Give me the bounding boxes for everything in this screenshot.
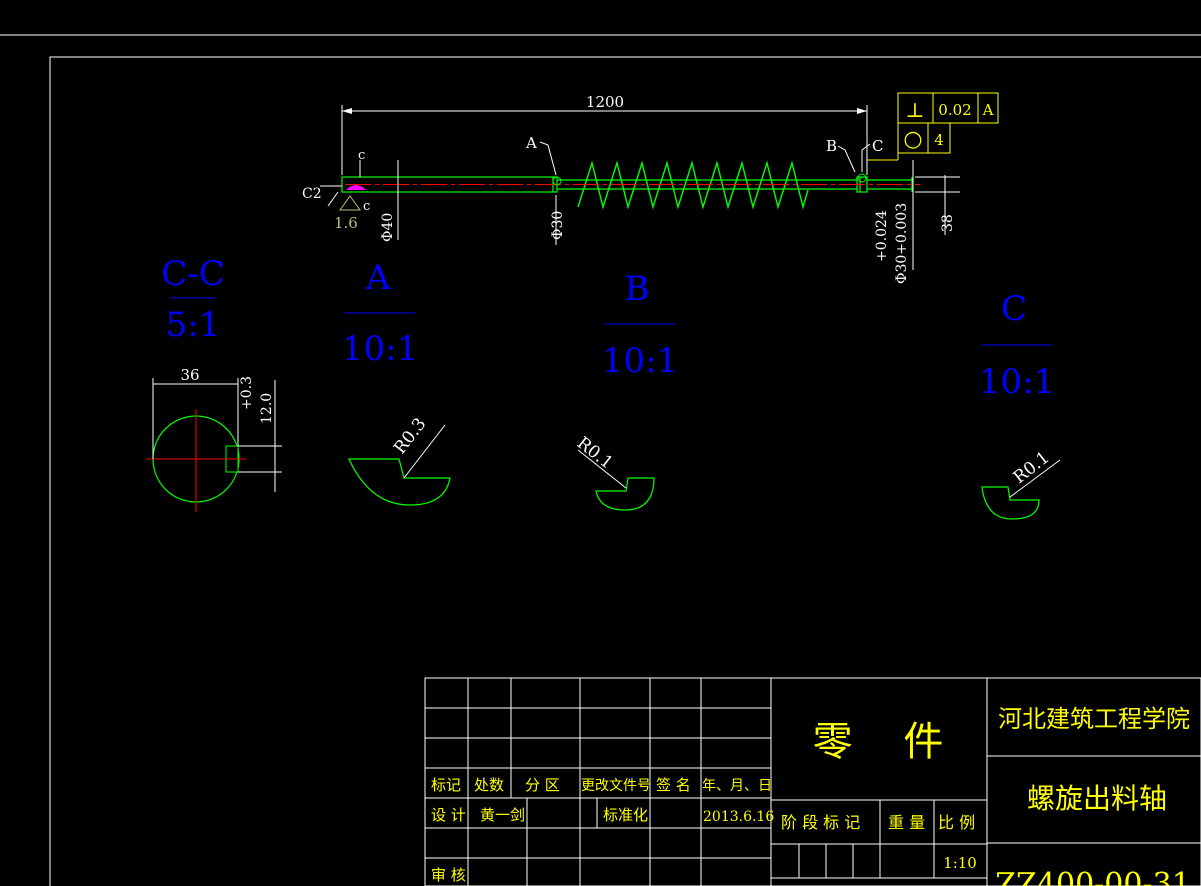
- scale-label: 比 例: [938, 813, 975, 832]
- radius-b: R0.1: [573, 433, 617, 473]
- dim-36: 36: [180, 366, 199, 384]
- drawing-number: ZZ400-00-31: [995, 867, 1191, 886]
- stage-label: 阶 段 标 记: [781, 813, 860, 832]
- label-c-bottom: c: [363, 199, 370, 214]
- detail-a: R0.3: [348, 414, 451, 506]
- dimension-lines: [320, 105, 960, 270]
- leader-label-b: B: [826, 137, 837, 155]
- designer-name: 黄一剑: [480, 806, 525, 824]
- detail-b: R0.1: [573, 433, 655, 511]
- section-cc: 36 +0.3 12.0: [146, 366, 282, 512]
- tolerance-datum: A: [982, 101, 994, 119]
- design-label: 设 计: [431, 806, 466, 824]
- leader-label-c: C: [872, 137, 883, 155]
- tolerance-frames: ⊥ 0.02 A ○ 4: [867, 92, 999, 161]
- header-mark: 标记: [431, 776, 461, 794]
- view-labels: C-C 5:1 A 10:1 B 10:1 C 10:1: [161, 254, 1055, 402]
- detail-c: R0.1: [981, 448, 1061, 520]
- view-a-scale: 10:1: [342, 329, 418, 369]
- label-c-top: c: [358, 148, 365, 163]
- review-label: 审 核: [431, 866, 466, 884]
- dim-dia-30: Φ30: [550, 211, 566, 240]
- part-name: 螺旋出料轴: [1027, 782, 1167, 815]
- dim-tol-03: +0.3: [239, 376, 255, 410]
- roughness-symbol: [339, 195, 361, 211]
- radius-c: R0.1: [1010, 448, 1054, 488]
- view-b-scale: 10:1: [602, 341, 678, 381]
- dim-tol-upper: +0.024: [874, 210, 890, 262]
- leader-label-a: A: [525, 134, 537, 152]
- header-change-doc: 更改文件号: [581, 778, 651, 794]
- dim-dia-40: Φ40: [380, 213, 396, 242]
- header-sign: 签 名: [656, 776, 691, 794]
- standard-label: 标准化: [603, 806, 648, 824]
- perpendicularity-icon: ⊥: [906, 98, 925, 122]
- tolerance-value-1: 0.02: [938, 101, 971, 119]
- weld-symbol: [346, 185, 366, 190]
- view-c-scale: 10:1: [979, 362, 1055, 402]
- weight-label: 重 量: [888, 813, 925, 832]
- chamfer-c2: C2: [302, 186, 322, 202]
- header-date: 年、月、日: [702, 778, 772, 794]
- detail-circle-b: [857, 173, 867, 183]
- tolerance-value-2: 4: [934, 131, 944, 149]
- dim-12: 12.0: [259, 393, 275, 424]
- school-name: 河北建筑工程学院: [998, 705, 1190, 733]
- view-cc-scale: 5:1: [166, 305, 221, 345]
- view-b-name: B: [625, 269, 650, 309]
- design-date: 2013.6.16: [703, 809, 774, 825]
- detail-circle-a: [552, 176, 562, 186]
- header-count: 处数: [474, 776, 504, 794]
- main-view: 1200 c c C2 1.6 Φ40 Φ30 +0.024 Φ30+0.003…: [302, 93, 960, 284]
- dim-1200: 1200: [586, 93, 624, 111]
- scale-value: 1:10: [943, 854, 977, 872]
- view-c-name: C: [1001, 289, 1027, 329]
- roughness-value: 1.6: [334, 214, 358, 232]
- header-zone: 分 区: [525, 776, 560, 794]
- dim-tol-lower: Φ30+0.003: [894, 203, 910, 284]
- title-block: 标记 处数 分 区 更改文件号 签 名 年、月、日 设 计 黄一剑 标准化 20…: [424, 677, 1201, 886]
- part-type: 零 件: [813, 719, 944, 765]
- dim-38: 38: [940, 214, 956, 232]
- view-cc-name: C-C: [161, 254, 225, 294]
- cylindricity-icon: ○: [903, 127, 922, 152]
- view-a-name: A: [365, 258, 391, 298]
- drawing-frame: [0, 34, 1201, 886]
